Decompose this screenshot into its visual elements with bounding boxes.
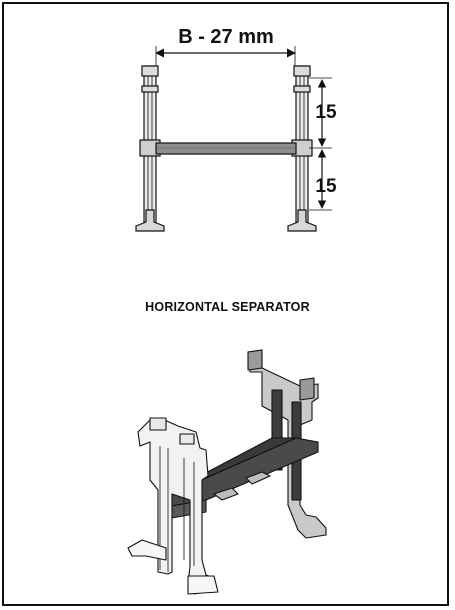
front-view bbox=[135, 65, 317, 232]
separator-caption: HORIZONTAL SEPARATOR bbox=[145, 300, 310, 314]
front-frame bbox=[127, 417, 219, 595]
horizontal-bar bbox=[155, 142, 297, 155]
vertical-dimensions bbox=[309, 77, 332, 211]
isometric-view bbox=[127, 349, 327, 595]
upper-spacing-label: 15 bbox=[315, 102, 337, 123]
width-dimension bbox=[155, 46, 296, 66]
right-post bbox=[287, 65, 317, 232]
diagram-frame bbox=[2, 2, 449, 606]
left-post bbox=[135, 65, 165, 232]
width-dimension-label: B - 27 mm bbox=[178, 26, 274, 48]
lower-spacing-label: 15 bbox=[315, 176, 337, 197]
